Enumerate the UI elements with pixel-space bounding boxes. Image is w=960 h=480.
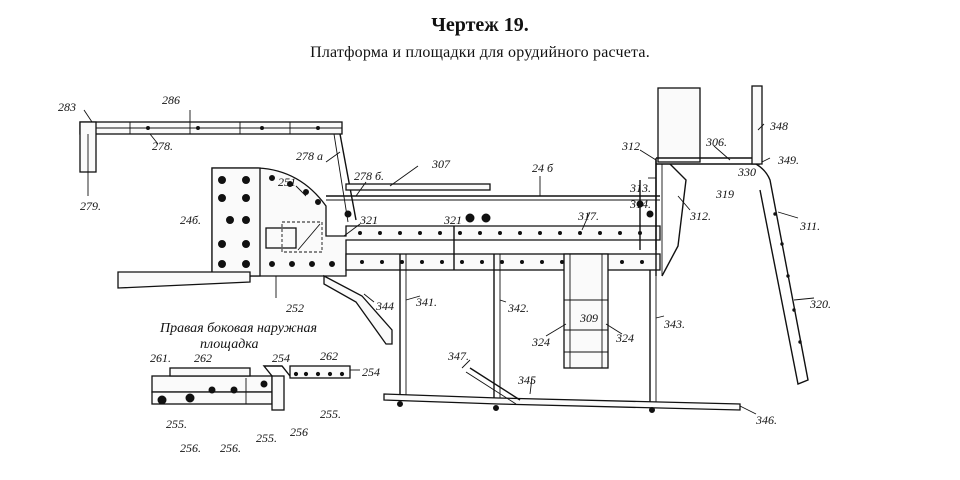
leader-lines — [83, 109, 815, 415]
label-279: 279. — [80, 199, 101, 213]
lower-frame — [275, 223, 741, 413]
label-307: 307 — [431, 157, 451, 171]
inset-caption-line1: Правая боковая наружная — [159, 321, 317, 336]
label-346: 346. — [755, 413, 777, 427]
label-255-b: 255. — [256, 431, 277, 445]
label-321-b: 321 — [443, 213, 462, 227]
label-321-a: 321 — [359, 213, 378, 227]
label-256-b: 256. — [220, 441, 241, 455]
label-278b: 278 б. — [354, 169, 384, 183]
label-344: 344 — [375, 299, 394, 313]
label-319: 319 — [715, 187, 734, 201]
label-312-a: 312 — [621, 139, 640, 153]
label-246-left: 24б. — [180, 213, 201, 227]
label-341: 341. — [415, 295, 437, 309]
label-306: 306. — [705, 135, 727, 149]
label-314: 314. — [629, 197, 651, 211]
label-246-top: 24 б — [532, 161, 554, 175]
label-343: 343. — [663, 317, 685, 331]
label-261: 261. — [150, 351, 171, 365]
label-317: 317. — [577, 209, 599, 223]
label-324-b: 324 — [615, 331, 634, 345]
rivets-left-plate — [218, 175, 335, 268]
label-349: 349. — [777, 153, 799, 167]
label-262-b: 262 — [320, 349, 338, 363]
label-312-b: 312. — [689, 209, 711, 223]
label-330: 330 — [737, 165, 756, 179]
drawing-subtitle: Платформа и площадки для орудийного расч… — [310, 44, 650, 61]
part-number-labels: 283 286 278. 279. 278 a 278 б. 307 24 б … — [58, 93, 831, 427]
label-320: 320. — [809, 297, 831, 311]
inset-caption-line2: площадка — [200, 337, 258, 352]
label-345: 345 — [517, 373, 536, 387]
label-254-a: 254 — [272, 351, 290, 365]
label-313: 313. — [629, 181, 651, 195]
beam-assembly-top-left — [79, 110, 357, 223]
label-251: 251 — [278, 175, 296, 189]
label-348: 348 — [769, 119, 788, 133]
label-311: 311. — [799, 219, 820, 233]
label-254-b: 254 — [362, 365, 380, 379]
label-252: 252 — [286, 301, 304, 315]
label-342: 342. — [507, 301, 529, 315]
label-286: 286 — [162, 93, 180, 107]
label-347: 347. — [447, 349, 469, 363]
label-256-c: 256 — [290, 425, 308, 439]
drawing-title: Чертеж 19. — [431, 14, 529, 36]
right-supports — [648, 85, 809, 385]
label-309: 309 — [579, 311, 598, 325]
label-283: 283 — [58, 100, 76, 114]
label-262-a: 262 — [194, 351, 212, 365]
label-255-a: 255. — [166, 417, 187, 431]
label-255-c: 255. — [320, 407, 341, 421]
inset-outer-platform — [151, 365, 360, 411]
label-324-a: 324 — [531, 335, 550, 349]
label-278: 278. — [152, 139, 173, 153]
label-278a: 278 a — [296, 149, 323, 163]
label-256-a: 256. — [180, 441, 201, 455]
inset-labels: Правая боковая наружная площадка 261. 26… — [150, 321, 380, 455]
